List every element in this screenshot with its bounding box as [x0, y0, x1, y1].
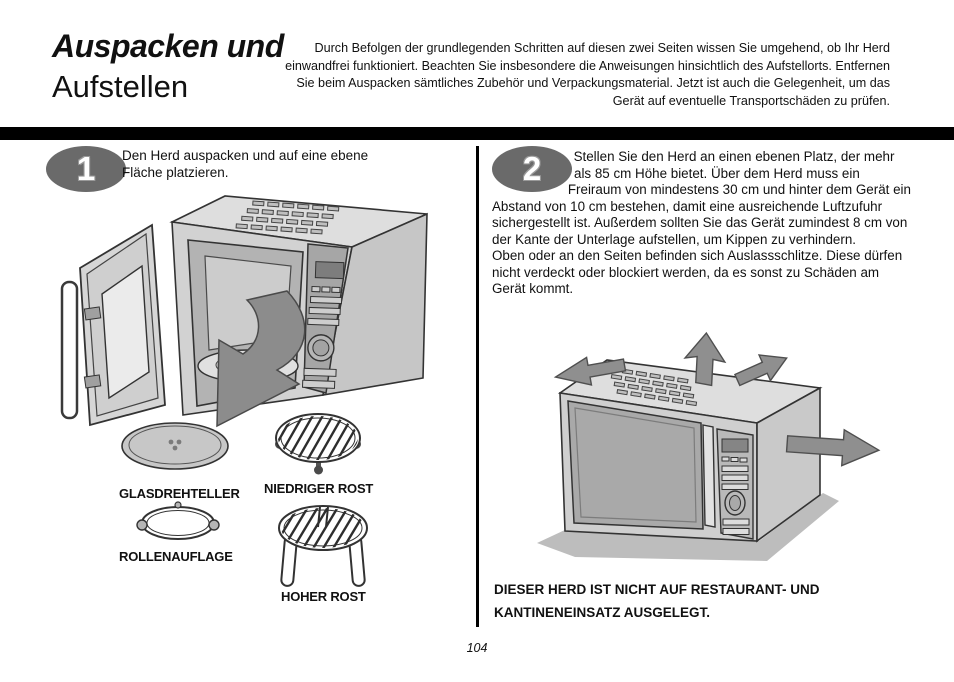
- door-latch-top: [83, 306, 102, 321]
- dial-knob: [724, 490, 746, 516]
- label-roller-ring: ROLLENAUFLAGE: [119, 549, 233, 564]
- open-door: [60, 223, 166, 427]
- roller-ring-illustration: [136, 501, 220, 540]
- door-window: [567, 400, 704, 530]
- arrow-up-icon: [683, 331, 727, 387]
- floor-shadow: [537, 493, 839, 561]
- label-glass-turntable: GLASDREHTELLER: [119, 486, 240, 501]
- door-latch-bottom: [83, 374, 102, 389]
- microwave-clearance-illustration: [537, 331, 881, 561]
- page-title: Auspacken und Aufstellen: [52, 30, 284, 102]
- door-window: [101, 264, 150, 400]
- page-title-line1: Auspacken und: [52, 28, 284, 64]
- microwave-open-door-illustration: [60, 195, 428, 428]
- step-1-instruction: Den Herd auspacken und auf eine ebene Fl…: [122, 148, 369, 180]
- warning-line2: KANTINENEINSATZ AUSGELEGT.: [494, 604, 711, 620]
- page-title-line2: Aufstellen: [52, 68, 189, 104]
- control-panel: [716, 428, 754, 540]
- curved-unpack-arrow-icon: [216, 290, 306, 428]
- control-panel: [301, 243, 349, 394]
- high-rack-illustration: [278, 505, 368, 587]
- airflow-arrows: [553, 331, 881, 467]
- label-high-rack: HOHER ROST: [281, 589, 366, 604]
- step-2-badge: 2: [492, 146, 572, 192]
- door-handle: [60, 280, 79, 420]
- arrow-left-icon: [553, 356, 627, 386]
- rack-center-divider: [317, 506, 329, 528]
- door-handle: [702, 424, 716, 528]
- step-2-paragraph-2: Oben oder an den Seiten befinden sich Au…: [492, 248, 903, 296]
- header-divider-bar: [0, 127, 954, 140]
- low-rack-illustration: [275, 413, 361, 475]
- step-2-paragraph-1: Stellen Sie den Herd an einen ebenen Pla…: [492, 149, 911, 247]
- oven-right-face: [756, 386, 821, 543]
- glass-turntable-illustration: [121, 422, 229, 470]
- display: [314, 261, 345, 280]
- step-2-block: 2 Stellen Sie den Herd an einen ebenen P…: [492, 146, 912, 298]
- step-2-number: 2: [522, 149, 542, 187]
- step-1-number: 1: [76, 150, 96, 187]
- page-number: 104: [466, 641, 488, 655]
- warning-text: DIESER HERD IST NICHT AUF RESTAURANT- UN…: [494, 579, 864, 624]
- step-1-badge: 1: [46, 146, 126, 192]
- intro-paragraph: Durch Befolgen der grundlegenden Schritt…: [285, 41, 890, 108]
- column-divider-line: [476, 146, 479, 627]
- display: [721, 438, 749, 453]
- arrow-up-right-icon: [733, 354, 788, 387]
- warning-line1: DIESER HERD IST NICHT AUF RESTAURANT- UN…: [494, 582, 820, 597]
- arrow-right-icon: [785, 428, 881, 467]
- label-low-rack: NIEDRIGER ROST: [264, 481, 374, 496]
